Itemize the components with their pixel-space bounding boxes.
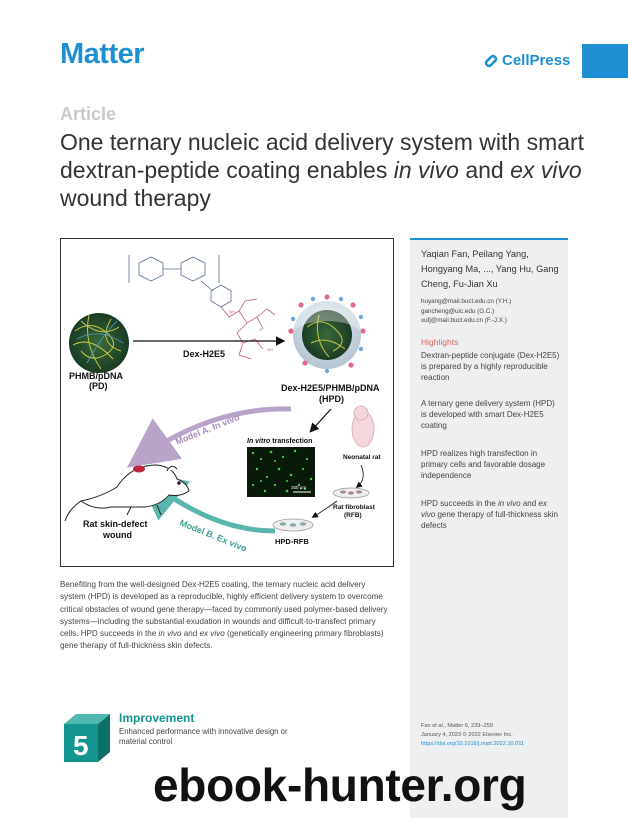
highlight-item-3: HPD realizes high transfection in primar… [421,449,546,481]
article-sidebar [410,238,568,818]
publisher-name: CellPress [502,52,571,69]
adult-rat-icon [64,464,190,522]
highlight-4-italic-2: ex vivo [421,499,547,520]
title-part-1: One ternary nucleic acid delivery system… [60,129,585,183]
dextran-molecule-icon [128,255,232,308]
svg-text:NH: NH [229,309,235,314]
neonatal-rat-icon [351,405,375,448]
rfb-dish-icon [332,487,370,499]
badge-description: Enhanced performance with innovative des… [119,727,288,746]
abstract-part-1: Benefiting from the well-designed Dex-H2… [60,580,388,639]
hpd-label-line2: (HPD) [319,394,344,404]
rfb-label-line2: (RFB) [344,512,362,519]
hpd-label-line1: Dex-H2E5/PHMB/pDNA [281,383,380,393]
scale-bar-label: 250 μm [291,485,306,490]
highlight-4-part-2: and [520,499,539,508]
wound-label-line2: wound [102,530,132,540]
title-italic-1: in vivo [393,157,459,183]
author-list: Yaqian Fan, Peilang Yang, Hongyang Ma, .… [421,249,559,289]
watermark-text: ebook-hunter.org [153,759,527,811]
abstract-text: Benefiting from the well-designed Dex-H2… [60,579,390,653]
svg-text:O: O [259,327,262,332]
article-title: One ternary nucleic acid delivery system… [60,128,590,212]
highlight-item-2: A ternary gene delivery system (HPD) is … [421,399,555,431]
citation-date: January 4, 2023 © 2022 Elsevier Inc. [421,732,513,738]
journal-name: Matter [60,38,145,70]
transfection-micrograph [247,447,315,497]
highlight-item-4: HPD succeeds in the in vivo and ex vivo … [421,498,561,532]
email-item[interactable]: gancheng@uic.edu (G.C.) [421,307,495,315]
highlight-item-1: Dextran-peptide conjugate (Dex-H2E5) is … [421,351,560,383]
transfection-label: transfection [270,438,312,445]
progress-cube-icon: 5 [64,714,110,762]
cellpress-logo-icon [484,54,498,67]
email-item[interactable]: xufj@mail.buct.edu.cn (F.-J.X.) [421,317,507,324]
doi-link[interactable]: https://doi.org/10.1016/j.matt.2022.10.0… [421,741,525,747]
correspondence-emails: huyang@mail.buct.edu.cn (Y.H.) gancheng@… [421,297,561,326]
abstract-part-2: and [181,629,200,639]
hpd-rfb-dish-icon [272,518,314,532]
model-b-label: Model B. Ex vivo [178,518,249,554]
highlight-4-italic-1: in vivo [497,499,521,508]
abstract-italic-1: in vivo [158,629,182,639]
highlight-4-part-1: HPD succeeds in the [421,499,498,508]
pd-nanoparticle-icon [69,313,129,373]
hpd-nanoparticle-icon [288,294,366,374]
peptide-chain-icon [220,298,276,360]
article-type-label: Article [60,104,117,124]
abstract-part-3: (genetically engineering primary fibrobl… [60,629,384,651]
badge-title: Improvement [119,711,195,725]
svg-text:In vitro transfection: In vitro transfection [247,438,312,445]
title-part-3: wound therapy [60,185,211,211]
citation-reference: Fan et al., Matter 6, 239–259 [421,723,493,729]
citation-block: Fan et al., Matter 6, 239–259 January 4,… [421,722,561,749]
neonatal-rat-label: Neonatal rat [343,454,381,461]
svg-text:OH: OH [267,347,273,352]
pd-label-line2: (PD) [89,381,108,391]
graphical-abstract-svg: NH O OH PHMB/pDNA (PD) Dex-H2E5 [64,255,381,554]
pd-label-line1: PHMB/pDNA [69,371,123,381]
in-vitro-label: In vitro [247,438,271,445]
email-item[interactable]: huyang@mail.buct.edu.cn (Y.H.) [421,298,512,305]
dex-h2e5-arrow-label: Dex-H2E5 [183,349,225,359]
badge-number: 5 [73,730,89,761]
title-part-2: and [458,157,511,183]
rfb-label-line1: Rat fibroblast [333,504,376,511]
graphical-abstract: NH O OH PHMB/pDNA (PD) Dex-H2E5 [60,238,394,567]
highlights-heading: Highlights [421,337,459,347]
abstract-italic-2: ex vivo [199,629,225,639]
header-accent-block [582,44,628,78]
publisher-logo: CellPress [483,52,570,69]
title-italic-2: ex vivo [510,157,582,183]
highlight-4-part-3: gene therapy of full-thickness skin defe… [421,510,558,531]
wound-label-line1: Rat skin-defect [83,519,148,529]
hpd-rfb-label: HPD-RFB [275,537,309,546]
